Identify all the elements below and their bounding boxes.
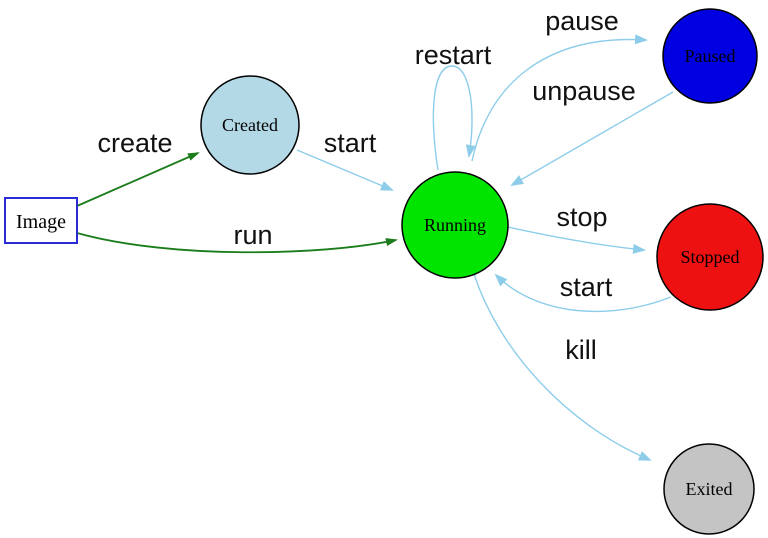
node-exited [663,443,755,535]
edge-restart-self-loop [432,65,476,171]
node-labels: Image Created Running Paused Stopped Exi… [16,46,740,499]
edge-label-create: create [97,128,172,158]
node-running-label: Running [424,215,486,235]
node-running [401,171,509,279]
edge-start-created-running [296,149,394,191]
node-stopped [656,203,764,311]
node-image-label: Image [16,211,66,233]
edge-kill [473,273,652,461]
edge-label-unpause: unpause [532,76,636,106]
edge-label-run: run [233,220,272,250]
node-image [4,197,78,244]
node-paused-label: Paused [685,46,736,66]
edges [76,34,674,461]
node-created-label: Created [222,115,278,135]
edge-labels: create run start restart pause unpause s… [97,6,635,365]
edge-run [76,232,398,254]
edge-label-start-created: start [324,128,377,158]
edge-label-pause: pause [545,6,619,36]
edge-start-stopped-running [494,273,672,313]
node-created [200,75,300,175]
nodes [4,8,764,535]
node-stopped-label: Stopped [680,247,739,267]
edge-stop [507,226,646,254]
edge-pause [471,34,648,162]
edge-label-start-stopped: start [560,272,613,302]
edge-unpause [510,91,674,187]
edge-label-kill: kill [565,335,597,365]
node-exited-label: Exited [686,479,733,499]
edge-label-stop: stop [556,202,607,232]
node-paused [662,8,758,104]
edge-label-restart: restart [415,40,492,70]
edge-create [76,152,200,207]
